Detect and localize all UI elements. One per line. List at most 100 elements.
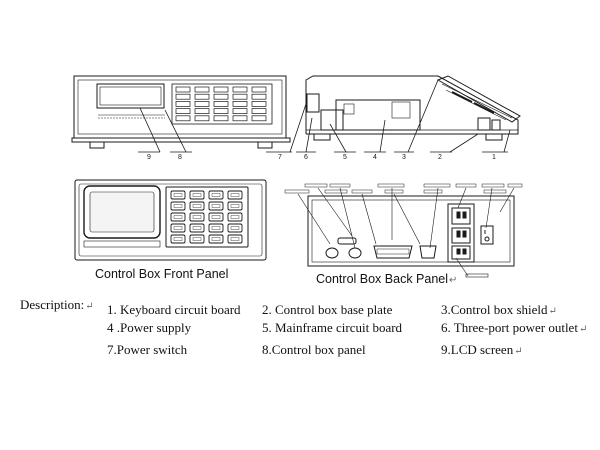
back-panel-connectors (325, 237, 437, 259)
callout-leaders (138, 79, 511, 153)
front-panel-key (189, 212, 205, 222)
description-item-text: 3.Control box shield (441, 302, 548, 317)
description-item: 1. Keyboard circuit board (107, 303, 241, 316)
description-item: 4 .Power supply (107, 321, 191, 334)
keypad-top-key (232, 93, 248, 100)
front-panel-key (170, 190, 186, 200)
front-panel-keypad-frame (165, 186, 249, 248)
keypad-top-key (232, 86, 248, 93)
description-item-text: 6. Three-port power outlet (441, 320, 578, 335)
front-view-top (71, 75, 291, 149)
front-panel-key (170, 223, 186, 233)
keypad-top-key (232, 108, 248, 114)
power-switch-side (306, 93, 320, 113)
back-panel-caption-text: Control Box Back Panel (316, 272, 449, 286)
callout-label: 6 (304, 154, 308, 161)
front-panel-key (170, 212, 186, 222)
front-panel-key (170, 234, 186, 244)
callout-label: 1 (492, 154, 496, 161)
front-panel-caption: Control Box Front Panel (95, 267, 229, 281)
front-panel-key (189, 190, 205, 200)
callout-label: 7 (278, 154, 282, 161)
keypad-top-key (213, 115, 229, 122)
back-panel-header-labels (284, 183, 523, 194)
front-panel-key (208, 212, 224, 222)
callout-labels: 9 8 7 6 5 4 3 2 1 (147, 154, 496, 161)
description-item-text: 7.Power switch (107, 342, 188, 357)
front-panel-key (227, 190, 243, 200)
lcd-screen-top (96, 83, 165, 109)
description-item: 8.Control box panel (262, 343, 366, 356)
front-panel-key (189, 223, 205, 233)
keypad-top-key (175, 86, 191, 93)
description-item: 3.Control box shield↵ (441, 303, 557, 317)
callout-label: 8 (178, 154, 182, 161)
keypad-top-key (213, 93, 229, 100)
front-panel-key (208, 234, 224, 244)
description-item: 9.LCD screen↵ (441, 343, 523, 357)
description-item-mark: ↵ (514, 346, 523, 357)
back-panel-outline (307, 195, 515, 267)
side-section-view (305, 75, 521, 141)
three-port-outlet (447, 203, 475, 263)
front-panel-outline (74, 179, 267, 261)
callout-label: 5 (343, 154, 347, 161)
keypad-top-key (251, 115, 267, 122)
keypad-top-key (251, 86, 267, 93)
keypad-top-key (194, 115, 210, 122)
front-panel-key (170, 201, 186, 211)
front-panel-key (227, 212, 243, 222)
keypad-top-key (213, 86, 229, 93)
keypad-top-key (194, 93, 210, 100)
keypad-top-key (175, 101, 191, 107)
back-panel-caption-mark: ↵ (449, 275, 458, 286)
back-panel-caption: Control Box Back Panel↵ (316, 273, 457, 286)
keypad-top-key (175, 108, 191, 114)
description-item-mark: ↵ (578, 324, 588, 335)
front-panel-lcd (83, 185, 161, 239)
keypad-top-key (175, 115, 191, 122)
description-label-mark: ↵ (85, 301, 94, 312)
keypad-top-key (194, 86, 210, 93)
description-item-text: 4 .Power supply (107, 320, 192, 335)
description-item-text: 9.LCD screen (441, 342, 514, 357)
front-panel-key (208, 201, 224, 211)
power-supply-side (335, 99, 421, 131)
keypad-top-key (194, 101, 210, 107)
description-item: 5. Mainframe circuit board (262, 321, 402, 334)
keypad-top-key (175, 93, 191, 100)
description-item-text: 8.Control box panel (262, 342, 366, 357)
description-item: 2. Control box base plate (262, 303, 392, 316)
keypad-top-key (251, 108, 267, 114)
keypad-top-key (194, 108, 210, 114)
keypad-top-key (213, 108, 229, 114)
description-item-text: 2. Control box base plate (262, 302, 393, 317)
callout-label: 2 (438, 154, 442, 161)
description-item: 7.Power switch (107, 343, 187, 356)
back-panel-view (284, 183, 523, 278)
power-switch-back (480, 225, 494, 245)
keypad-top-key (232, 101, 248, 107)
front-panel-key (208, 223, 224, 233)
front-panel-keypad (170, 190, 243, 244)
front-panel-key (208, 190, 224, 200)
description-label-text: Description: (20, 297, 85, 312)
description-item: 6. Three-port power outlet↵ (441, 321, 587, 335)
front-panel-key (189, 201, 205, 211)
front-panel-view (74, 179, 267, 261)
keypad-top (171, 83, 273, 125)
control-box-drawing: 9 8 7 6 5 4 3 2 1 (71, 75, 523, 278)
keypad-top-key (251, 93, 267, 100)
front-panel-key (227, 234, 243, 244)
callout-label: 4 (373, 154, 377, 161)
callout-label: 9 (147, 154, 151, 161)
front-panel-key (227, 223, 243, 233)
front-panel-key (227, 201, 243, 211)
description-item-mark: ↵ (548, 306, 557, 317)
keypad-top-key (213, 101, 229, 107)
description-item-text: 1. Keyboard circuit board (107, 302, 241, 317)
callout-label: 3 (402, 154, 406, 161)
description-item-text: 5. Mainframe circuit board (262, 320, 403, 335)
keypad-top-key (251, 101, 267, 107)
